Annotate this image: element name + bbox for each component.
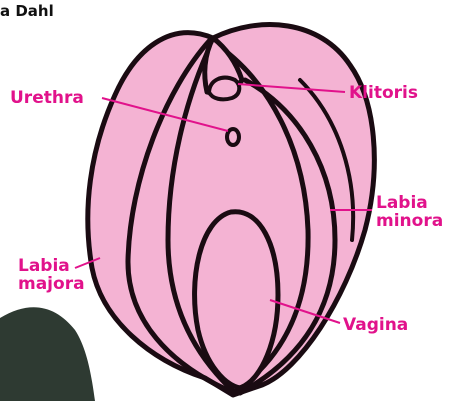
- clitoris-shape: [209, 78, 239, 100]
- credit-text: a Dahl: [0, 2, 54, 20]
- klitoris-label: Klitoris: [349, 83, 418, 103]
- labia-minora-label-line1: Labia: [376, 193, 428, 213]
- labia-minora-label-line2: minora: [376, 211, 443, 231]
- urethra-opening: [227, 129, 239, 145]
- labia-majora-label-line1: Labia: [18, 256, 70, 276]
- dark-background-fragment: [0, 307, 95, 401]
- labia-majora-label-line2: majora: [18, 274, 85, 294]
- urethra-label: Urethra: [10, 88, 84, 108]
- vagina-label: Vagina: [343, 315, 408, 335]
